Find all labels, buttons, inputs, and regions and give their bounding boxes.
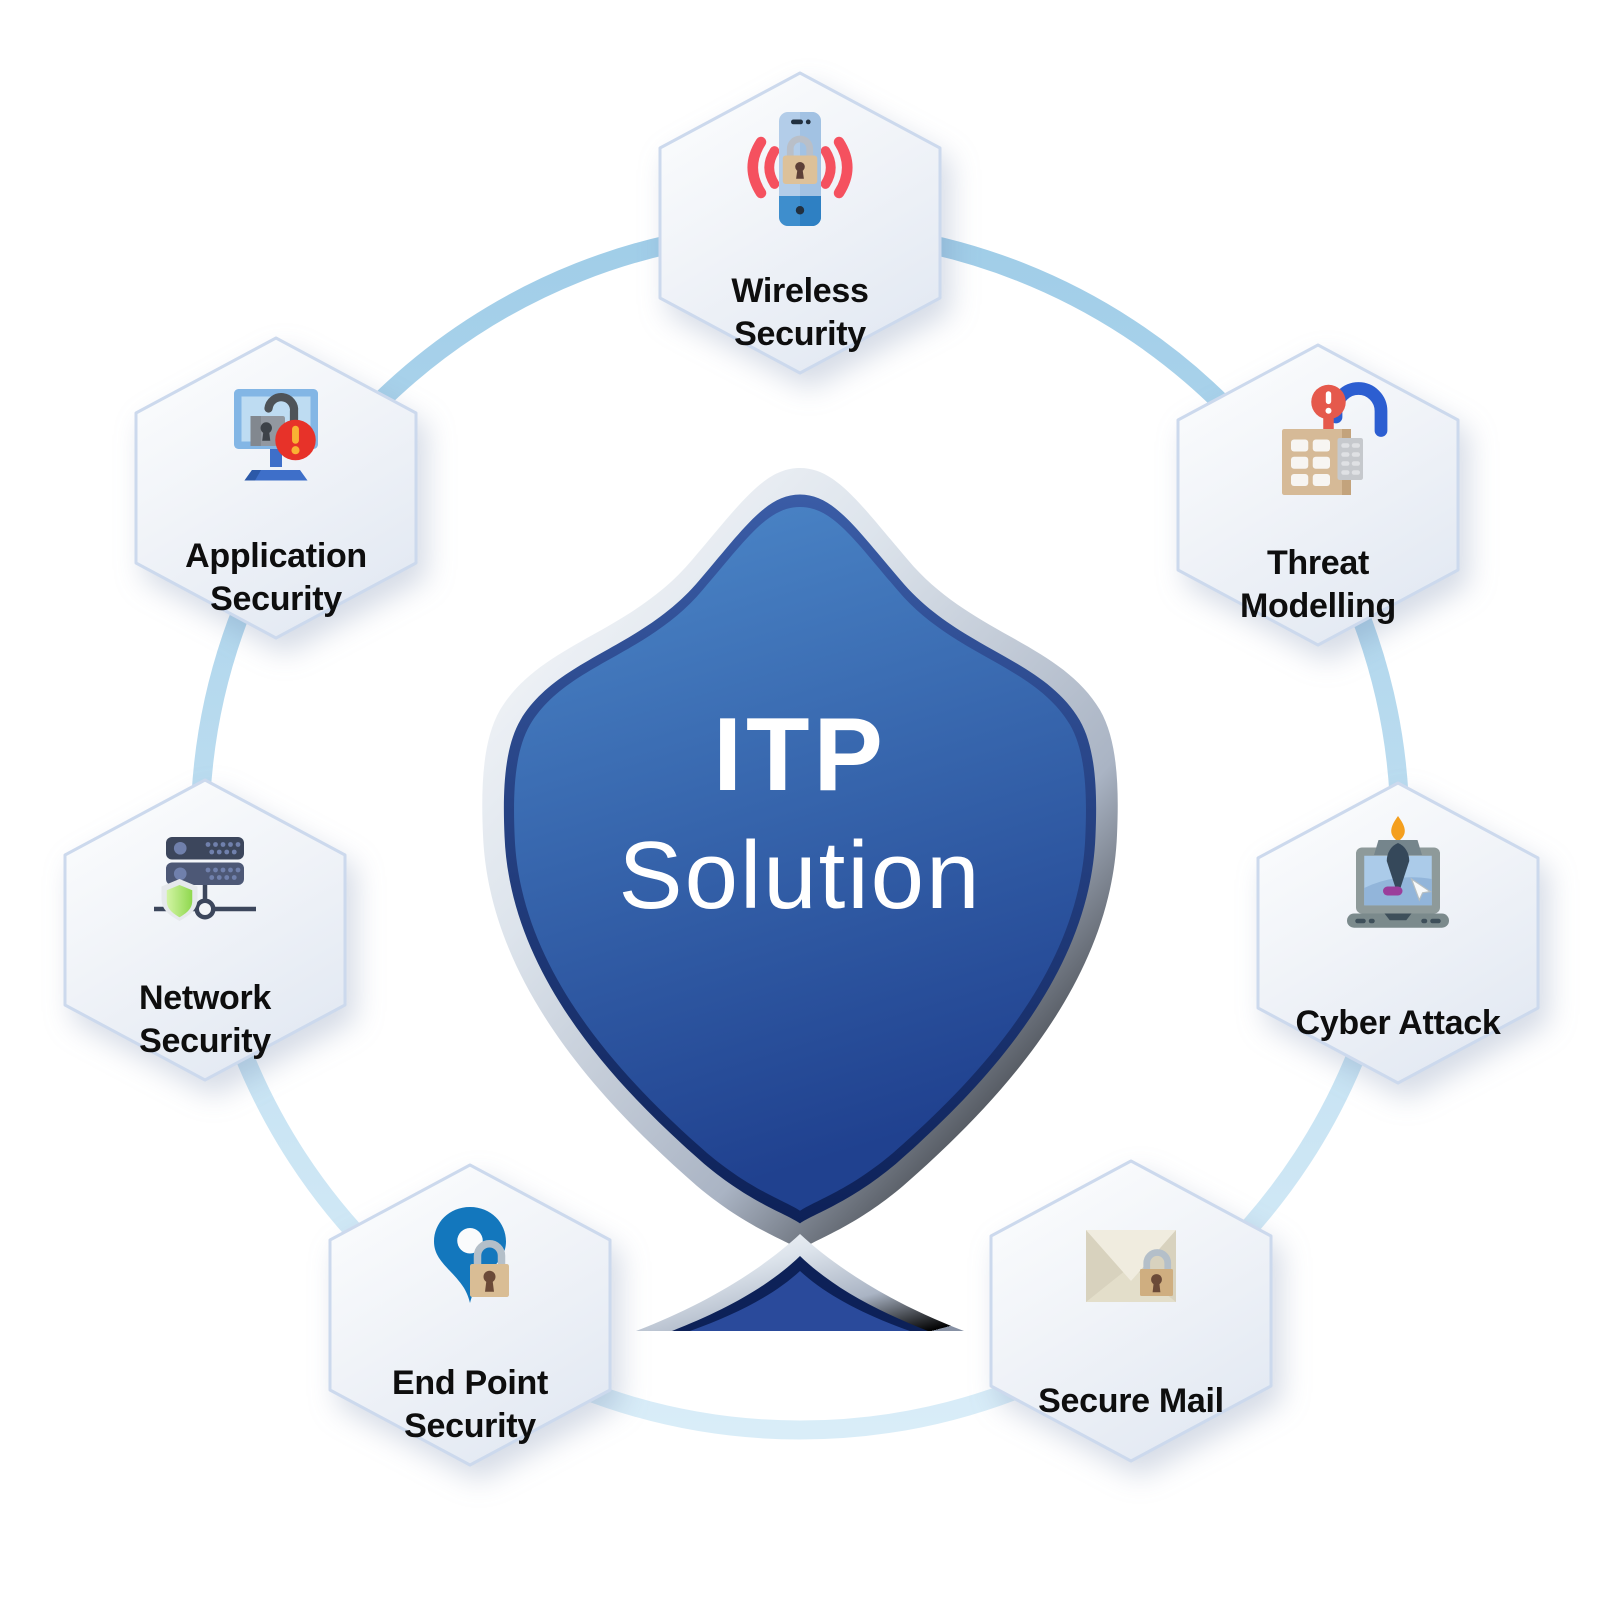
shield-base-body <box>690 1271 910 1331</box>
center-title: ITP <box>713 697 887 813</box>
node-label: Threat Modelling <box>1240 544 1396 625</box>
node-network-security: Network Security <box>55 770 355 1090</box>
center-shield: ITP Solution <box>482 468 1118 1331</box>
hexagon-tile <box>328 1163 612 1467</box>
node-application-security: Application Security <box>126 328 426 648</box>
node-threat-modelling: Threat Modelling <box>1168 335 1468 655</box>
node-wireless-security: Wireless Security <box>650 63 950 383</box>
node-label: Network Security <box>138 979 272 1060</box>
envelope-padlock-icon <box>1086 1230 1176 1302</box>
monitor-open-lock-alert-icon <box>234 389 318 481</box>
node-label: Cyber Attack <box>1295 1003 1501 1042</box>
keypad-open-lock-alert-icon <box>1282 382 1388 495</box>
node-end-point-security: End Point Security <box>320 1155 620 1475</box>
smartphone-signal-lock-icon <box>747 112 853 226</box>
location-pin-padlock-icon <box>434 1207 509 1303</box>
node-label: Secure Mail <box>1038 1381 1224 1420</box>
hexagon-tile <box>989 1159 1273 1463</box>
node-label: End Point Security <box>392 1364 548 1445</box>
server-stack-shield-icon <box>154 837 256 921</box>
center-subtitle: Solution <box>619 822 982 929</box>
hexagon-tile <box>1256 781 1540 1085</box>
node-secure-mail: Secure Mail <box>981 1151 1281 1471</box>
hexagon-tile <box>134 336 418 640</box>
node-label: Wireless Security <box>731 272 869 353</box>
hexagon-tile <box>63 778 347 1082</box>
node-cyber-attack: Cyber Attack <box>1248 773 1548 1093</box>
laptop-missile-cursor-icon <box>1347 816 1449 928</box>
node-label: Application Security <box>185 537 367 618</box>
shield-body <box>514 507 1086 1211</box>
